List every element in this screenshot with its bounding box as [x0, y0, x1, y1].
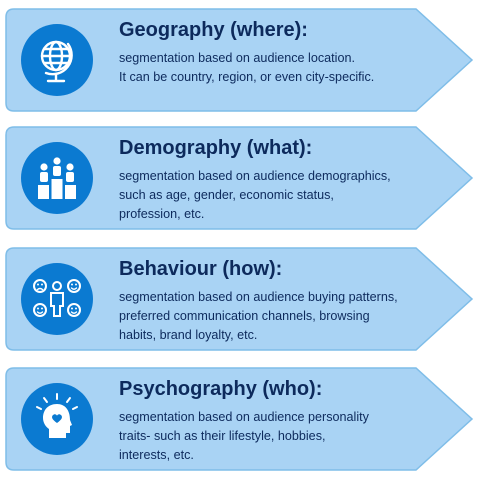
description-line: profession, etc. — [119, 207, 205, 221]
segment-description: segmentation based on audience personali… — [119, 408, 439, 465]
arrow-banner-shape — [5, 8, 474, 112]
head-heart-icon — [21, 383, 93, 455]
description-line: segmentation based on audience location. — [119, 51, 355, 65]
segment-card-geography: Geography (where): segmentation based on… — [4, 7, 476, 113]
person-emotions-icon — [21, 263, 93, 335]
segment-description: segmentation based on audience demograph… — [119, 167, 439, 224]
segment-description: segmentation based on audience buying pa… — [119, 288, 439, 345]
segment-card-psychography: Psychography (who): segmentation based o… — [4, 366, 476, 472]
globe-icon — [21, 24, 93, 96]
segment-card-behaviour: Behaviour (how): segmentation based on a… — [4, 246, 476, 352]
arrow-banner-shape — [5, 126, 474, 230]
segment-title: Demography (what): — [119, 137, 313, 159]
description-line: traits- such as their lifestyle, hobbies… — [119, 429, 326, 443]
description-line: segmentation based on audience personali… — [119, 410, 369, 424]
description-line: segmentation based on audience demograph… — [119, 169, 391, 183]
segment-card-demography: Demography (what): segmentation based on… — [4, 125, 476, 231]
people-podium-icon — [21, 142, 93, 214]
description-line: It can be country, region, or even city-… — [119, 70, 375, 84]
segment-description: segmentation based on audience location.… — [119, 49, 439, 87]
description-line: such as age, gender, economic status, — [119, 188, 334, 202]
description-line: habits, brand loyalty, etc. — [119, 328, 258, 342]
segment-title: Geography (where): — [119, 19, 308, 41]
segment-title: Behaviour (how): — [119, 258, 283, 280]
arrow-banner-shape — [5, 367, 474, 471]
arrow-banner-shape — [5, 247, 474, 351]
segment-title: Psychography (who): — [119, 378, 323, 400]
description-line: interests, etc. — [119, 448, 194, 462]
description-line: segmentation based on audience buying pa… — [119, 290, 398, 304]
description-line: preferred communication channels, browsi… — [119, 309, 370, 323]
